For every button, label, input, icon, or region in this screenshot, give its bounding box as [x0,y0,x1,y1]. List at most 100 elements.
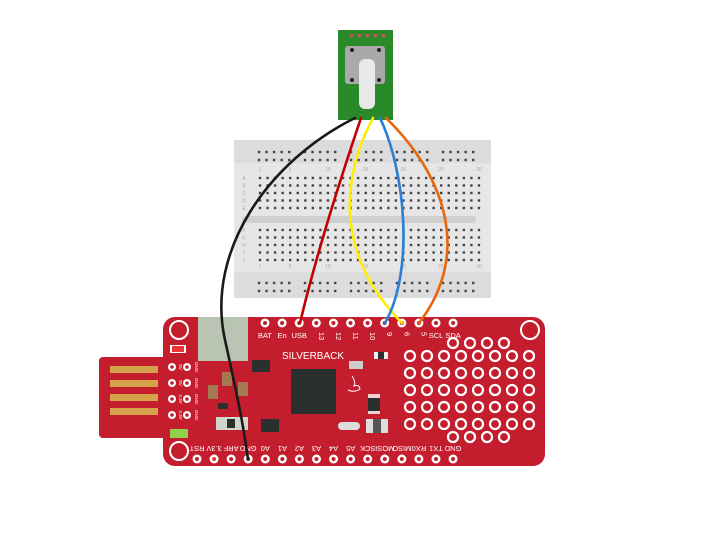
proto-hole[interactable] [403,400,417,414]
breadboard-hole[interactable] [440,176,443,180]
breadboard-hole[interactable] [394,176,398,180]
breadboard-hole[interactable] [364,243,367,247]
breadboard-hole[interactable] [447,184,450,187]
breadboard-hole[interactable] [296,176,299,180]
breadboard-hole[interactable] [477,258,481,262]
proto-hole[interactable] [420,366,434,380]
rail-hole[interactable] [372,289,375,293]
rail-hole[interactable] [288,150,291,154]
breadboard-hole[interactable] [326,228,330,232]
breadboard-hole[interactable] [394,206,398,210]
breadboard-hole[interactable] [470,184,473,187]
breadboard-hole[interactable] [394,251,398,254]
rail-hole[interactable] [357,158,360,162]
breadboard-hole[interactable] [258,243,262,247]
wire-to-GND[interactable] [220,116,357,461]
breadboard-hole[interactable] [273,199,277,202]
breadboard-hole[interactable] [379,251,382,254]
rail-hole[interactable] [380,158,383,162]
rail-hole[interactable] [334,158,337,162]
breadboard-hole[interactable] [424,236,428,239]
breadboard-hole[interactable] [319,251,322,254]
breadboard-hole[interactable] [402,199,405,202]
breadboard-hole[interactable] [447,176,450,180]
breadboard-hole[interactable] [311,199,315,202]
breadboard-hole[interactable] [372,243,375,247]
breadboard-hole[interactable] [447,251,450,254]
breadboard-hole[interactable] [273,236,277,239]
proto-hole[interactable] [403,349,417,363]
proto-hole[interactable] [454,417,468,431]
breadboard-hole[interactable] [258,199,262,202]
breadboard-hole[interactable] [470,206,473,210]
breadboard-hole[interactable] [417,199,420,202]
breadboard-hole[interactable] [356,199,360,202]
proto-hole[interactable] [522,349,536,363]
breadboard-hole[interactable] [319,228,322,232]
breadboard-hole[interactable] [281,191,284,195]
breadboard-hole[interactable] [326,251,330,254]
rail-hole[interactable] [403,158,406,162]
proto-hole[interactable] [505,349,519,363]
rail-hole[interactable] [364,158,368,162]
breadboard-hole[interactable] [334,206,337,210]
rail-hole[interactable] [311,158,314,162]
breadboard-hole[interactable] [296,236,299,239]
breadboard-hole[interactable] [432,176,435,180]
breadboard-hole[interactable] [296,199,299,202]
proto-hole[interactable] [522,366,536,380]
breadboard-hole[interactable] [311,176,315,180]
breadboard-hole[interactable] [296,251,299,254]
breadboard-hole[interactable] [387,206,390,210]
breadboard-hole[interactable] [266,191,269,195]
breadboard-hole[interactable] [341,184,345,187]
breadboard-hole[interactable] [364,228,367,232]
breadboard-hole[interactable] [379,176,382,180]
breadboard-hole[interactable] [462,236,466,239]
breadboard-hole[interactable] [341,258,345,262]
wire-to-USB[interactable] [298,116,363,325]
rail-hole[interactable] [265,158,268,162]
rail-hole[interactable] [395,158,399,162]
breadboard-hole[interactable] [258,236,262,239]
breadboard-hole[interactable] [387,228,390,232]
breadboard-hole[interactable] [432,228,435,232]
breadboard-hole[interactable] [417,228,420,232]
rail-hole[interactable] [464,158,467,162]
proto-hole[interactable] [488,417,502,431]
breadboard-hole[interactable] [394,243,398,247]
breadboard-hole[interactable] [417,258,420,262]
breadboard-hole[interactable] [319,191,322,195]
breadboard-hole[interactable] [266,228,269,232]
breadboard-hole[interactable] [379,191,382,195]
breadboard-hole[interactable] [372,236,375,239]
breadboard-hole[interactable] [258,191,262,195]
breadboard-hole[interactable] [258,176,262,180]
breadboard-hole[interactable] [387,236,390,239]
breadboard-hole[interactable] [296,191,299,195]
breadboard-hole[interactable] [417,176,420,180]
proto-hole[interactable] [463,336,477,350]
breadboard-hole[interactable] [273,258,277,262]
breadboard-hole[interactable] [409,228,413,232]
breadboard-hole[interactable] [440,251,443,254]
rail-hole[interactable] [426,281,429,285]
rail-hole[interactable] [288,289,291,293]
rail-hole[interactable] [265,150,268,154]
breadboard-hole[interactable] [394,184,398,187]
breadboard-hole[interactable] [349,176,352,180]
breadboard-hole[interactable] [304,236,307,239]
breadboard-hole[interactable] [462,243,466,247]
rail-hole[interactable] [380,281,383,285]
rail-hole[interactable] [456,150,460,154]
breadboard-hole[interactable] [356,176,360,180]
breadboard-hole[interactable] [409,236,413,239]
breadboard-hole[interactable] [432,251,435,254]
breadboard-hole[interactable] [440,206,443,210]
breadboard-hole[interactable] [326,236,330,239]
breadboard-hole[interactable] [258,206,262,210]
breadboard-hole[interactable] [387,199,390,202]
breadboard-hole[interactable] [462,176,466,180]
proto-hole[interactable] [505,366,519,380]
breadboard-hole[interactable] [424,176,428,180]
